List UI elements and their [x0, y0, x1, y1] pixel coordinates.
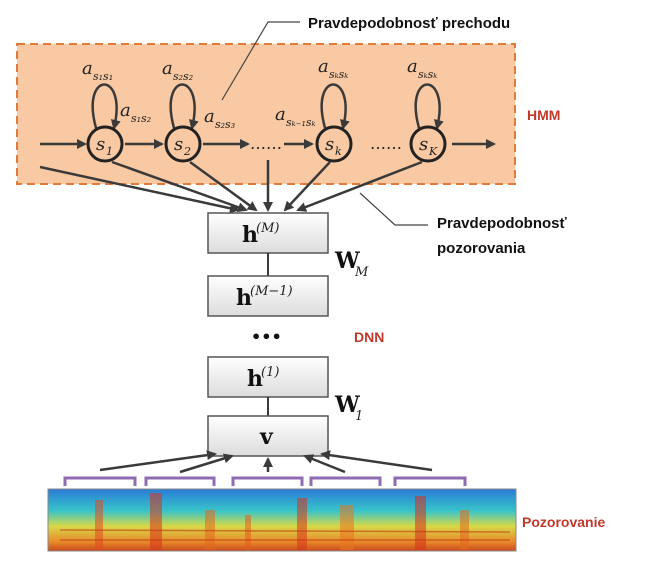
svg-text:M: M [354, 265, 369, 280]
svg-text:h: h [247, 366, 263, 392]
svg-text:k: k [335, 145, 342, 158]
chain-ellipsis-2: …… [370, 134, 402, 153]
frame-brackets [63, 476, 467, 486]
emission-arrow-K [296, 160, 423, 212]
self-loop-2 [169, 83, 199, 130]
svg-text:W: W [334, 392, 360, 418]
svg-text:(1): (1) [261, 365, 279, 380]
observation-prob-callout-line1: Pravdepodobnosť [437, 215, 568, 232]
svg-text:v: v [259, 424, 274, 450]
svg-text:a: a [120, 100, 131, 121]
emission-arrow-0 [39, 165, 240, 214]
dnn-label: DNN [354, 329, 384, 345]
svg-text:1: 1 [106, 145, 113, 158]
svg-text:s₁s₂: s₁s₂ [131, 112, 151, 125]
transition-label-1: a s₁s₂ [120, 100, 151, 125]
svg-text:a: a [162, 58, 173, 79]
svg-text:W: W [334, 248, 360, 274]
svg-text:h: h [242, 222, 258, 248]
state-node-1: s 1 [86, 125, 124, 163]
layer-hM-minus-1: h (M−1) [207, 275, 329, 317]
spectrogram [47, 488, 517, 552]
hmm-label: HMM [527, 107, 560, 123]
svg-text:s: s [419, 134, 428, 155]
emission-arrow-k [283, 161, 331, 212]
weight-WM: W M [334, 248, 369, 280]
svg-text:sₖsₖ: sₖsₖ [418, 68, 437, 81]
observation-callout-line [359, 192, 428, 226]
emission-arrow-1 [111, 160, 248, 213]
svg-text:s₂s₂: s₂s₂ [173, 70, 193, 83]
svg-text:a: a [275, 104, 286, 125]
self-loop-K [414, 83, 444, 130]
svg-text:s: s [325, 134, 334, 155]
transition-label-2: a s₂s₃ [204, 106, 235, 131]
chain-ellipsis-1: …… [250, 134, 282, 153]
input-arrow-5 [320, 450, 433, 472]
svg-text:a: a [82, 58, 93, 79]
svg-text:s: s [174, 134, 183, 155]
svg-text:1: 1 [355, 409, 363, 424]
svg-text:2: 2 [183, 145, 191, 158]
svg-text:s₁s₁: s₁s₁ [93, 70, 113, 83]
svg-text:s₂s₃: s₂s₃ [215, 118, 235, 131]
svg-text:h: h [236, 285, 252, 311]
svg-text:s: s [96, 134, 105, 155]
input-arrow-4 [303, 454, 346, 474]
self-loop-label-K: a sₖsₖ [407, 56, 437, 81]
svg-text:(M−1): (M−1) [250, 284, 293, 299]
transition-callout-line [221, 21, 300, 101]
svg-text:a: a [318, 56, 329, 77]
svg-text:a: a [204, 106, 215, 127]
layer-h1: h (1) [207, 356, 329, 398]
svg-text:a: a [407, 56, 418, 77]
svg-text:sₖ₋₁sₖ: sₖ₋₁sₖ [286, 116, 316, 129]
layers-ellipsis: ••• [251, 327, 282, 346]
layer-v: v [207, 415, 329, 457]
transition-prob-callout: Pravdepodobnosť prechodu [308, 15, 510, 32]
input-arrow-2 [179, 453, 234, 474]
layer-hM: h (M) [207, 212, 329, 254]
self-loop-label-2: a s₂s₂ [162, 58, 193, 83]
self-loop-1 [91, 83, 121, 130]
observation-prob-callout-line2: pozorovania [437, 240, 526, 257]
input-arrow-1 [99, 450, 217, 472]
state-node-k: s k [315, 125, 353, 163]
observation-label: Pozorovanie [522, 514, 605, 530]
state-node-2: s 2 [164, 125, 202, 163]
svg-text:K: K [428, 145, 438, 158]
svg-text:sₖsₖ: sₖsₖ [329, 68, 348, 81]
self-loop-label-k: a sₖsₖ [318, 56, 348, 81]
svg-text:(M): (M) [256, 221, 279, 236]
self-loop-k [320, 83, 350, 130]
emission-arrow-2 [189, 160, 258, 212]
self-loop-label-1: a s₁s₁ [82, 58, 113, 83]
weight-W1: W 1 [334, 392, 363, 424]
state-node-K: s K [409, 125, 447, 163]
transition-label-3: a sₖ₋₁sₖ [275, 104, 316, 129]
